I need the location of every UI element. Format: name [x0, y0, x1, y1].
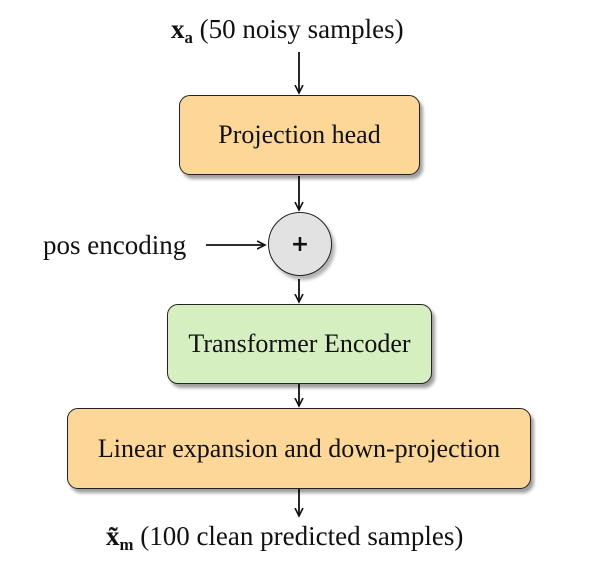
output-description: (100 clean predicted samples) — [140, 521, 464, 551]
plus-circle: + — [268, 212, 332, 276]
transformer-encoder-label: Transformer Encoder — [188, 329, 411, 358]
output-symbol: x̃ — [106, 521, 120, 551]
output-subscript: m — [119, 535, 134, 555]
input-label: xa (50 noisy samples) — [171, 14, 404, 46]
projection-head-label: Projection head — [218, 120, 381, 149]
linear-expansion-label: Linear expansion and down-projection — [97, 433, 501, 463]
pos-encoding-label: pos encoding — [43, 230, 187, 260]
plus-symbol: + — [290, 231, 310, 257]
input-description: (50 noisy samples) — [199, 14, 404, 44]
projection-head-box: Projection head — [179, 95, 420, 175]
input-subscript: a — [184, 28, 193, 48]
transformer-encoder-box: Transformer Encoder — [167, 304, 432, 384]
input-symbol: x — [171, 14, 185, 44]
linear-expansion-box: Linear expansion and down-projection — [67, 408, 531, 489]
output-label: x̃m (100 clean predicted samples) — [106, 521, 464, 553]
